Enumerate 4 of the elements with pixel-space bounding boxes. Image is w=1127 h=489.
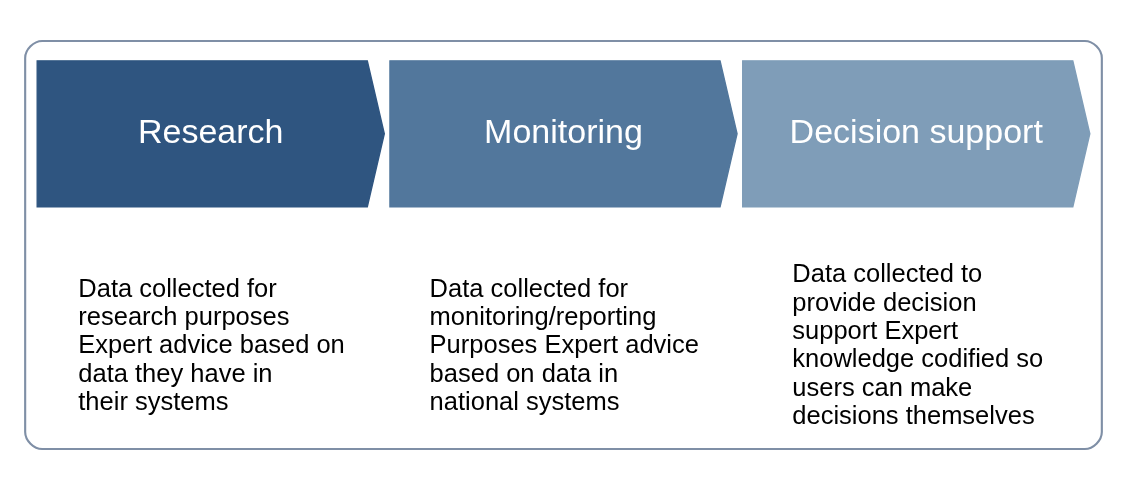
cluster — [24, 39, 1103, 450]
node-label: Data collected for monitoring/reporting Purposes Expert advice based on data in national systems — [429, 273, 699, 415]
node-label: Data collected for research purposes Expert advice based on data they have in their systems — [78, 273, 345, 415]
node-label: Data collected to provide decision support Expert knowledge codified so users can make decisions themselves — [792, 258, 1044, 429]
